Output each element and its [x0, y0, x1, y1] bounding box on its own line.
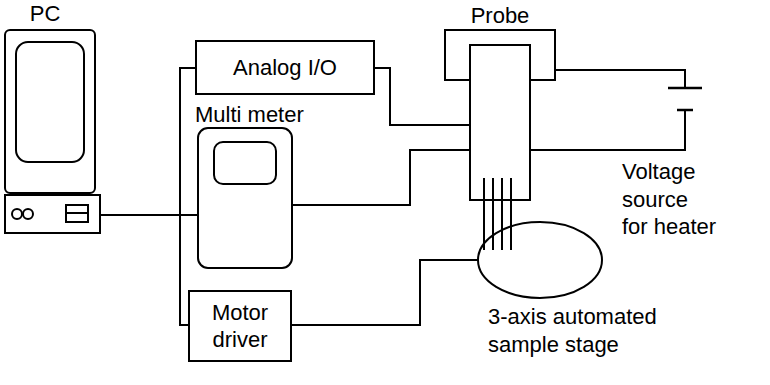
pc-knob	[23, 209, 33, 219]
stage-ellipse	[478, 222, 602, 298]
signal-wire	[292, 150, 470, 205]
process-box: Analog I/O	[195, 40, 375, 95]
signal-wire	[375, 68, 470, 125]
process-box: Motor driver	[188, 290, 292, 362]
signal-wire	[100, 215, 188, 325]
meter-display	[214, 142, 276, 184]
sample-stage: 3-axis automated sample stage	[478, 222, 602, 298]
probe: Probe	[445, 30, 555, 200]
battery-label: Voltage source for heater	[622, 158, 717, 241]
monitor-screen	[16, 42, 84, 162]
box-label: Analog I/O	[227, 50, 343, 86]
probe-pin	[510, 178, 512, 250]
signal-wire	[292, 260, 478, 325]
probe-label: Probe	[445, 2, 555, 30]
probe-pin	[492, 178, 494, 250]
probe-pin	[483, 178, 485, 250]
pc-label: PC	[0, 0, 90, 28]
disk-slot	[66, 212, 88, 214]
disk-drive	[66, 205, 88, 222]
pc-computer: PC	[5, 30, 100, 235]
signal-wire	[100, 68, 195, 215]
pc-base	[5, 195, 100, 233]
monitor-case	[5, 30, 95, 193]
probe-body	[470, 45, 530, 200]
multimeter: Multi meter	[198, 128, 292, 268]
probe-pin	[501, 178, 503, 250]
signal-wire	[530, 110, 685, 150]
multimeter-label: Multi meter	[195, 101, 304, 129]
pc-knob	[12, 209, 22, 219]
meter-body	[198, 128, 292, 268]
box-label: Motor driver	[190, 295, 290, 358]
stage-label: 3-axis automated sample stage	[488, 303, 698, 358]
battery-symbol: Voltage source for heater	[668, 88, 702, 110]
signal-wire	[555, 70, 685, 88]
